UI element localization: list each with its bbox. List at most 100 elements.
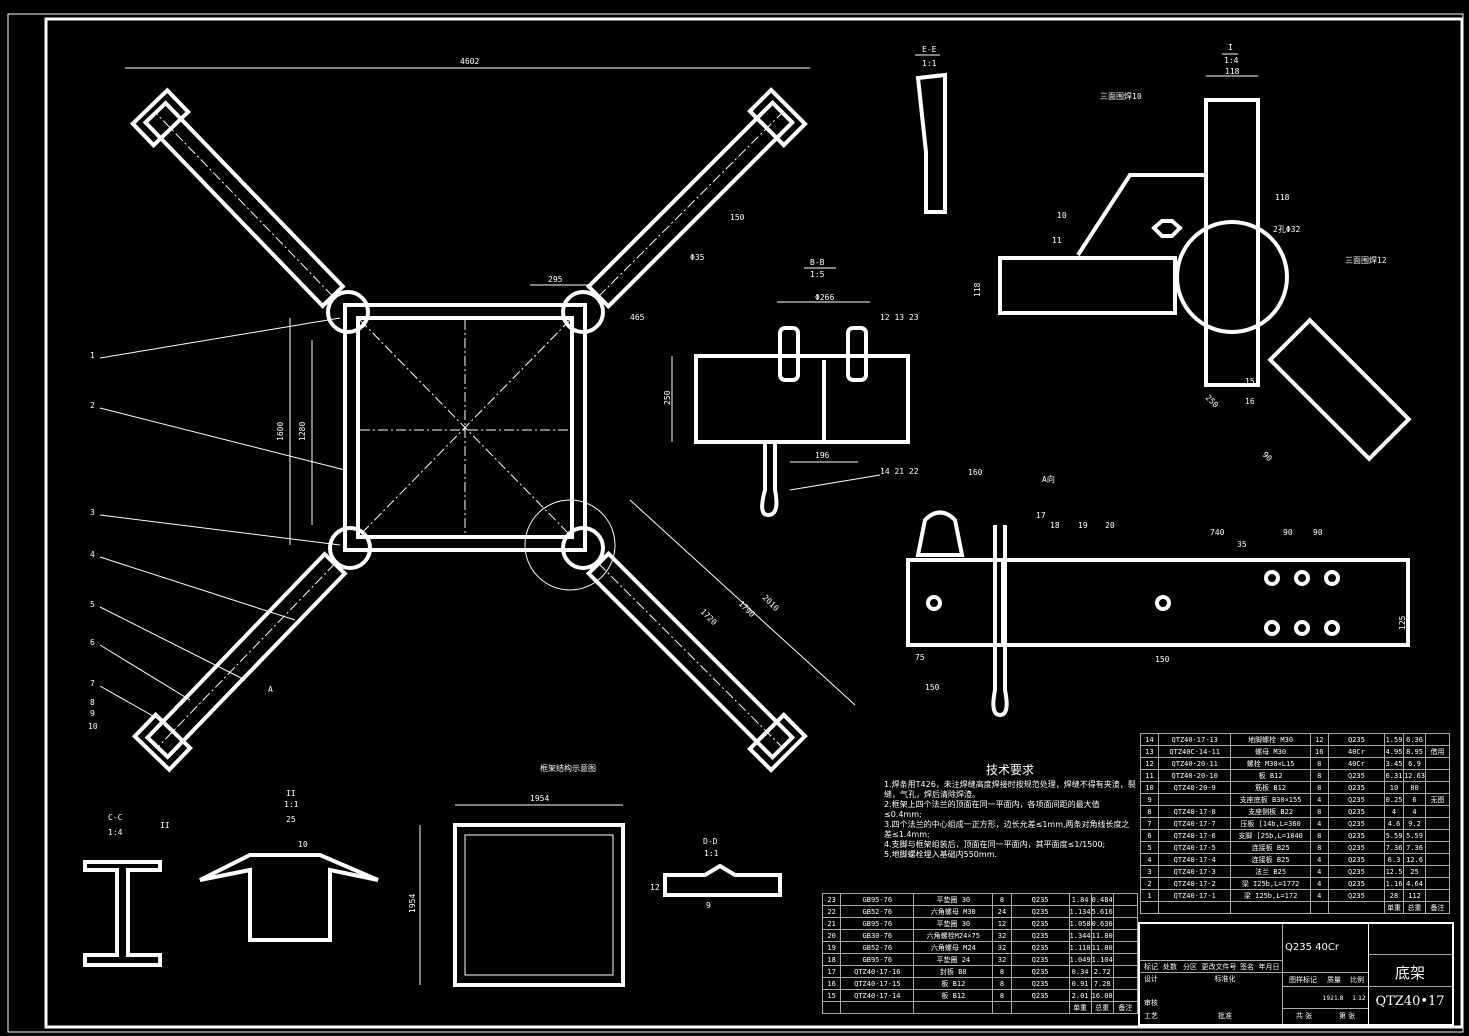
bom-cell: 11.80 xyxy=(1090,941,1114,954)
callout-7: 7 xyxy=(90,679,95,688)
drawing-border xyxy=(44,17,1464,1029)
svg-text:1954: 1954 xyxy=(530,794,549,803)
technical-requirements: 技术要求 1.焊条用T426，未注焊缝高度焊接时按规范处理，焊缝不得有夹渣，裂缝… xyxy=(884,763,1136,860)
bom-cell xyxy=(1157,793,1232,806)
bom-cell: QTZ40·17-4 xyxy=(1157,853,1232,866)
bom-header-cell xyxy=(1157,901,1232,914)
svg-text:10: 10 xyxy=(1057,211,1067,220)
svg-text:B-B: B-B xyxy=(810,258,825,267)
title-block: 标记 处数 分区 更改文件号 签名 年月日 设计 标准化 审核 工艺 批准 Q2… xyxy=(1138,922,1454,1026)
dim-1720: 1720 xyxy=(699,607,719,627)
bom-cell: 8 xyxy=(1309,781,1329,794)
bom-cell: 28 xyxy=(1384,889,1404,902)
bom-cell: 1.344 xyxy=(1068,929,1092,942)
bom-cell xyxy=(1112,905,1139,918)
svg-text:Φ266: Φ266 xyxy=(815,293,834,302)
bom-cell: 2.72 xyxy=(1090,965,1114,978)
tb-review: 审核 xyxy=(1144,999,1158,1007)
bom-cell: QTZ40·17-6 xyxy=(1157,829,1232,842)
tb-zone: 分区 xyxy=(1183,963,1197,971)
bom-cell: 20 xyxy=(821,929,842,942)
svg-text:250: 250 xyxy=(663,390,672,405)
callout-4: 4 xyxy=(90,550,95,559)
bom-header-cell xyxy=(1309,901,1329,914)
bom-cell xyxy=(1425,733,1450,746)
bom-cell: 5 xyxy=(1140,841,1159,854)
bom-cell: Q235 xyxy=(1010,917,1070,930)
bom-cell: 7.36 xyxy=(1402,841,1427,854)
bom-cell: 7.36 xyxy=(1384,841,1404,854)
leg-sw xyxy=(131,551,348,773)
bom-cell: 8.95 xyxy=(1402,745,1427,758)
bom-cell xyxy=(1112,953,1139,966)
svg-text:II: II xyxy=(286,789,296,798)
bom-cell: 6.3 xyxy=(1384,853,1404,866)
bom-cell xyxy=(1425,805,1450,818)
bom-cell: 15 xyxy=(821,989,842,1002)
bom-cell xyxy=(1425,769,1450,782)
bom-cell: 平垫圈 30 xyxy=(913,893,994,906)
bom-cell: 13 xyxy=(1140,745,1159,758)
tb-sign: 签名 xyxy=(1240,963,1254,971)
bom-cell xyxy=(1425,829,1450,842)
bom-cell: 法兰 B25 xyxy=(1230,865,1311,878)
bom-header-row: 单重总重备注 xyxy=(821,1001,1139,1014)
bom-header-cell: 备注 xyxy=(1425,901,1450,914)
bom-cell xyxy=(1425,853,1450,866)
bom-header-cell xyxy=(1140,901,1159,914)
bom-header-cell: 备注 xyxy=(1112,1001,1139,1014)
bom-cell xyxy=(1425,817,1450,830)
bom-cell: 1.049 xyxy=(1068,953,1092,966)
callout-9: 9 xyxy=(90,709,95,718)
svg-text:16: 16 xyxy=(1245,397,1255,406)
bom-cell: 4.6 xyxy=(1384,817,1404,830)
bom-cell: 11.80 xyxy=(1090,929,1114,942)
bom-cell: 4 xyxy=(1309,793,1329,806)
section-e-e: E-E 1:1 xyxy=(915,45,947,214)
bom-header-cell xyxy=(913,1001,994,1014)
svg-text:90: 90 xyxy=(1261,450,1274,463)
callout-5: 5 xyxy=(90,600,95,609)
callout-8: 8 xyxy=(90,698,95,707)
bom-cell: 19 xyxy=(821,941,842,954)
section-d-d: D-D 1:1 12 9 xyxy=(650,837,782,910)
svg-text:196: 196 xyxy=(815,451,830,460)
bom-cell: Q235 xyxy=(1327,805,1386,818)
svg-text:E-E: E-E xyxy=(922,45,937,54)
flange-ne xyxy=(561,290,605,334)
bom-cell: Q235 xyxy=(1327,733,1386,746)
section-c-c: C-C 1:4 II xyxy=(83,813,170,967)
flange-nw xyxy=(326,290,370,334)
bom-cell: 8 xyxy=(1309,805,1329,818)
bom-header-cell: 单重 xyxy=(1384,901,1404,914)
bom-cell: 4 xyxy=(1140,853,1159,866)
bom-cell: 螺母 M30 xyxy=(1230,745,1311,758)
bom-cell: 21 xyxy=(821,917,842,930)
bom-header-cell xyxy=(992,1001,1012,1014)
frame-schematic: 1954 1954 xyxy=(408,794,625,987)
bom-cell: 1.058 xyxy=(1068,917,1092,930)
bom-cell: 6.9 xyxy=(1402,757,1427,770)
bom-cell: 8 xyxy=(1309,769,1329,782)
bom-header-cell: 单重 xyxy=(1068,1001,1092,1014)
bom-cell: 25 xyxy=(1402,865,1427,878)
corner-flanges xyxy=(326,290,616,591)
svg-text:D-D: D-D xyxy=(703,837,718,846)
bom-cell: 8 xyxy=(1309,829,1329,842)
leg-nw xyxy=(129,87,346,309)
bom-cell: Q235 xyxy=(1010,941,1070,954)
bom-cell: GB52-76 xyxy=(840,941,915,954)
bom-cell xyxy=(1112,917,1139,930)
bom-cell: GB52-76 xyxy=(840,905,915,918)
callout-6: 6 xyxy=(90,638,95,647)
detail-ii: II 1:1 25 10 xyxy=(199,789,379,942)
